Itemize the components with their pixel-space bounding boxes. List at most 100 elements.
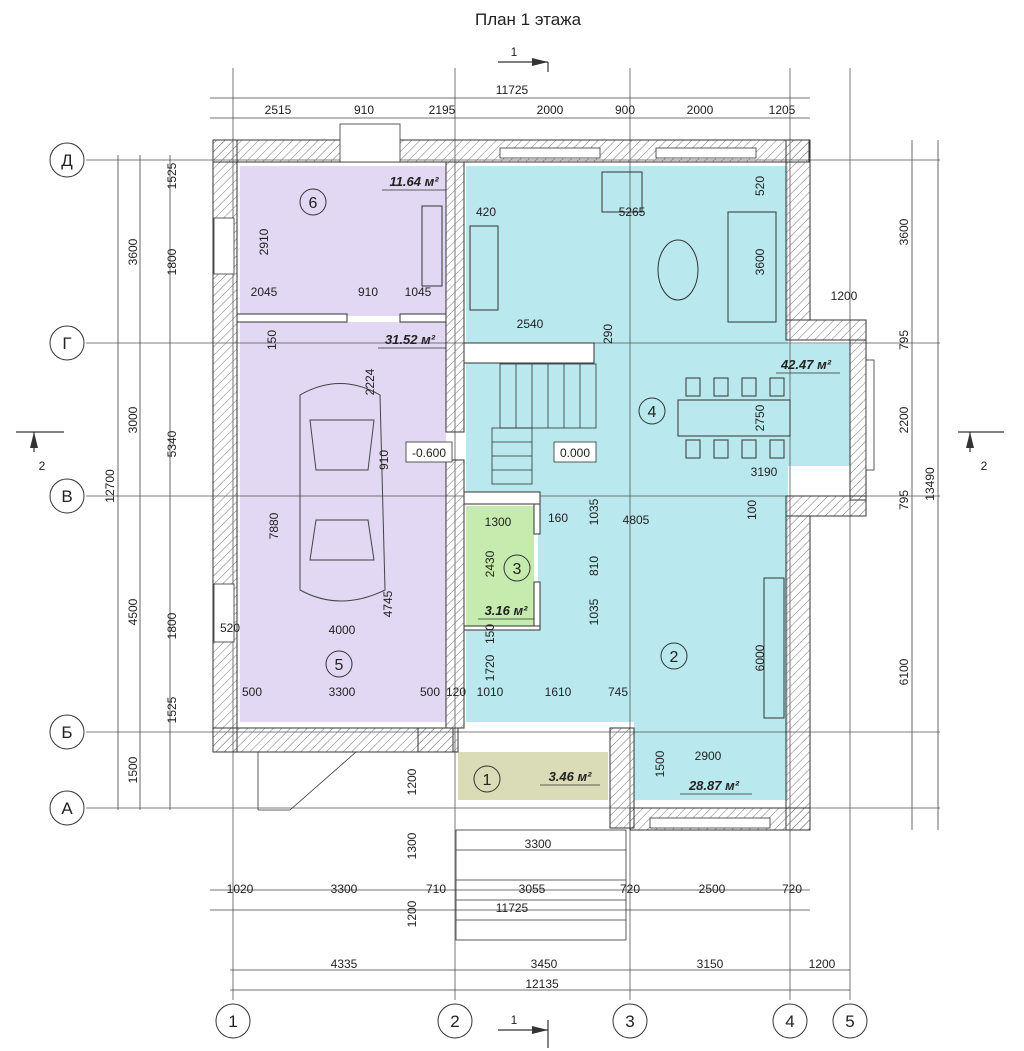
- dim-interior: 100: [745, 500, 759, 520]
- section-mark-left: 2: [16, 431, 64, 473]
- dim-interior: 910: [377, 450, 391, 470]
- dim-interior: 4000: [329, 623, 356, 637]
- axis-label-А: А: [61, 799, 73, 818]
- room-area-1: 3.46 м²: [549, 769, 593, 784]
- dim-interior: 5265: [619, 205, 646, 219]
- axis-label-5: 5: [845, 1012, 854, 1031]
- dim-interior: 3190: [751, 465, 778, 479]
- dimension-lines: [117, 97, 939, 991]
- room-4-fill: [466, 166, 788, 496]
- dim-interior: 520: [753, 176, 767, 196]
- dim-left: 1525: [165, 696, 179, 723]
- dim-interior: 1720: [483, 654, 497, 681]
- axis-label-2: 2: [450, 1012, 459, 1031]
- room-1-fill: [458, 752, 608, 800]
- tv-unit-icon: [469, 225, 499, 311]
- section-mark-top: 1: [498, 45, 549, 72]
- dim-top: 1205: [769, 103, 796, 117]
- interior-walls: [236, 161, 595, 729]
- dim-interior: 6000: [753, 644, 767, 671]
- axis-label-Б: Б: [61, 723, 72, 742]
- car-icon: [299, 383, 386, 602]
- section-label: 2: [981, 459, 988, 473]
- dim-left: 1525: [165, 162, 179, 189]
- dim-left-mid: 3000: [126, 406, 140, 433]
- axis-label-3: 3: [625, 1012, 634, 1031]
- room-number-5: 5: [325, 650, 353, 678]
- dim-interior: 4745: [381, 590, 395, 617]
- dim-interior: 500: [420, 685, 440, 699]
- dim-left: 1500: [126, 756, 140, 783]
- section-mark-bottom: 1: [498, 1013, 549, 1048]
- level-mark-hall: 0.000: [553, 441, 597, 463]
- dim-interior: 745: [608, 685, 628, 699]
- dim-interior: 1500: [653, 750, 667, 777]
- section-label: 2: [39, 459, 46, 473]
- room-number-label: 1: [483, 772, 492, 789]
- rug-icon: [657, 239, 699, 301]
- dim-interior: 3600: [753, 248, 767, 275]
- dim-interior: 2910: [257, 228, 271, 255]
- plan-title: План 1 этажа: [475, 10, 582, 29]
- dim-interior: 1010: [477, 685, 504, 699]
- dim-bottom: 2500: [699, 882, 726, 896]
- dim-interior: 1045: [405, 285, 432, 299]
- dim-axis: 3450: [531, 957, 558, 971]
- dim-right: 3600: [897, 218, 911, 245]
- dim-left-mid: 4500: [126, 598, 140, 625]
- dim-bottom: 3055: [519, 882, 546, 896]
- dim-left-mid: 3600: [126, 238, 140, 265]
- dim-axis: 3150: [697, 957, 724, 971]
- dim-interior: 3300: [329, 685, 356, 699]
- dim-left-total: 12700: [103, 469, 117, 503]
- section-label: 1: [511, 1013, 518, 1027]
- dim-left: 1800: [165, 612, 179, 639]
- room-area-3: 3.16 м²: [485, 603, 529, 618]
- room-area-6: 11.64 м²: [389, 174, 439, 189]
- dim-interior: 1200: [831, 289, 858, 303]
- room-area-5: 31.52 м²: [385, 332, 436, 347]
- dim-bottom: 710: [426, 882, 446, 896]
- kitchen-counter-icon: [763, 577, 785, 719]
- dim-left: 1800: [165, 248, 179, 275]
- dim-interior: 290: [601, 324, 615, 344]
- section-label: 1: [511, 45, 518, 59]
- dim-top: 2195: [429, 103, 456, 117]
- dim-interior: 1035: [587, 498, 601, 525]
- dim-interior: 520: [220, 621, 240, 635]
- dim-right-total: 13490: [923, 467, 937, 501]
- level-label: 0.000: [560, 446, 590, 460]
- room-number-3: 3: [503, 554, 531, 582]
- dim-interior: 160: [548, 511, 568, 525]
- dim-interior: 500: [242, 685, 262, 699]
- dim-interior: 120: [446, 685, 466, 699]
- room-number-label: 6: [309, 195, 318, 212]
- room-number-4: 4: [638, 397, 666, 425]
- room-number-6: 6: [299, 188, 327, 216]
- dim-axis-total: 12135: [525, 977, 559, 991]
- room-number-label: 4: [648, 404, 657, 421]
- dim-interior: 150: [265, 330, 279, 350]
- room-2-fill-low: [466, 628, 788, 722]
- section-mark-right: 2: [958, 431, 1004, 473]
- dim-interior: 2430: [483, 550, 497, 577]
- dim-right: 795: [897, 330, 911, 350]
- armchair-icon: [601, 171, 643, 213]
- room-number-1: 1: [473, 765, 501, 793]
- dim-right-lower: 6100: [897, 658, 911, 685]
- axis-label-В: В: [61, 487, 72, 506]
- dim-interior: 420: [476, 205, 496, 219]
- dim-interior: 1300: [485, 515, 512, 529]
- room-area-2: 28.87 м²: [688, 778, 740, 793]
- room-4-fill-bay: [788, 344, 850, 466]
- dim-top: 2515: [265, 103, 292, 117]
- dim-interior: 2045: [251, 285, 278, 299]
- dim-top-total: 11725: [496, 83, 529, 97]
- room-number-2: 2: [660, 642, 688, 670]
- room-5-fill: [240, 322, 446, 722]
- dim-left-inner: 5340: [165, 430, 179, 457]
- room-number-label: 5: [335, 657, 344, 674]
- dim-interior: 2750: [753, 404, 767, 431]
- dim-interior: 1200: [405, 900, 419, 927]
- axis-label-1: 1: [228, 1012, 237, 1031]
